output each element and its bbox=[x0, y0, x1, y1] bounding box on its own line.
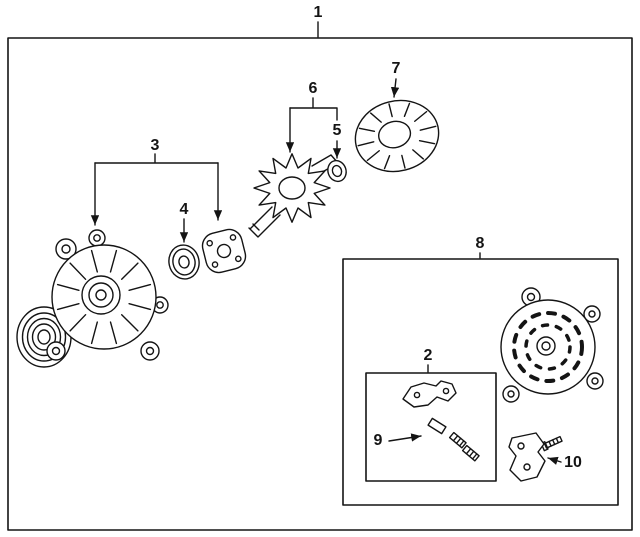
collar-ring bbox=[327, 159, 347, 183]
rotor-shaft bbox=[248, 206, 281, 238]
rotor-claw-poles bbox=[253, 153, 331, 223]
front-housing bbox=[46, 229, 169, 361]
callout-9: 9 bbox=[373, 432, 383, 449]
callout-1: 1 bbox=[313, 4, 323, 21]
housing-vents bbox=[56, 249, 152, 345]
leader-bracket-3 bbox=[94, 153, 219, 164]
leader-lines bbox=[90, 21, 562, 465]
leader-bracket-6 bbox=[289, 97, 338, 121]
brush-kit-screws bbox=[427, 417, 480, 462]
front-bearing bbox=[168, 244, 200, 280]
regulator-bolt bbox=[540, 435, 563, 452]
rear-group-box-8 bbox=[342, 258, 619, 506]
callout-7: 7 bbox=[391, 60, 401, 77]
callout-4: 4 bbox=[179, 201, 189, 218]
callout-2: 2 bbox=[423, 347, 433, 364]
brush-group-box-2 bbox=[365, 372, 497, 482]
assembly-boundary-box bbox=[7, 37, 633, 531]
callout-3: 3 bbox=[150, 137, 160, 154]
screw-icon bbox=[461, 444, 480, 462]
leader-arrow-9 bbox=[388, 433, 422, 442]
callout-6: 6 bbox=[308, 80, 318, 97]
callout-5: 5 bbox=[332, 122, 342, 139]
callout-8: 8 bbox=[475, 235, 485, 252]
callout-10: 10 bbox=[564, 454, 582, 471]
screw-icon bbox=[448, 431, 467, 449]
leader-arrow-10 bbox=[547, 456, 562, 465]
stator bbox=[354, 99, 440, 173]
stator-winding-slots bbox=[357, 102, 437, 170]
brush-holder bbox=[402, 380, 457, 408]
rear-housing bbox=[500, 287, 604, 403]
brush-pad bbox=[427, 417, 447, 435]
rotor bbox=[248, 153, 339, 238]
leader-arrow-7 bbox=[390, 78, 400, 98]
bearing-retainer-plate bbox=[201, 228, 247, 274]
voltage-regulator bbox=[508, 432, 563, 482]
